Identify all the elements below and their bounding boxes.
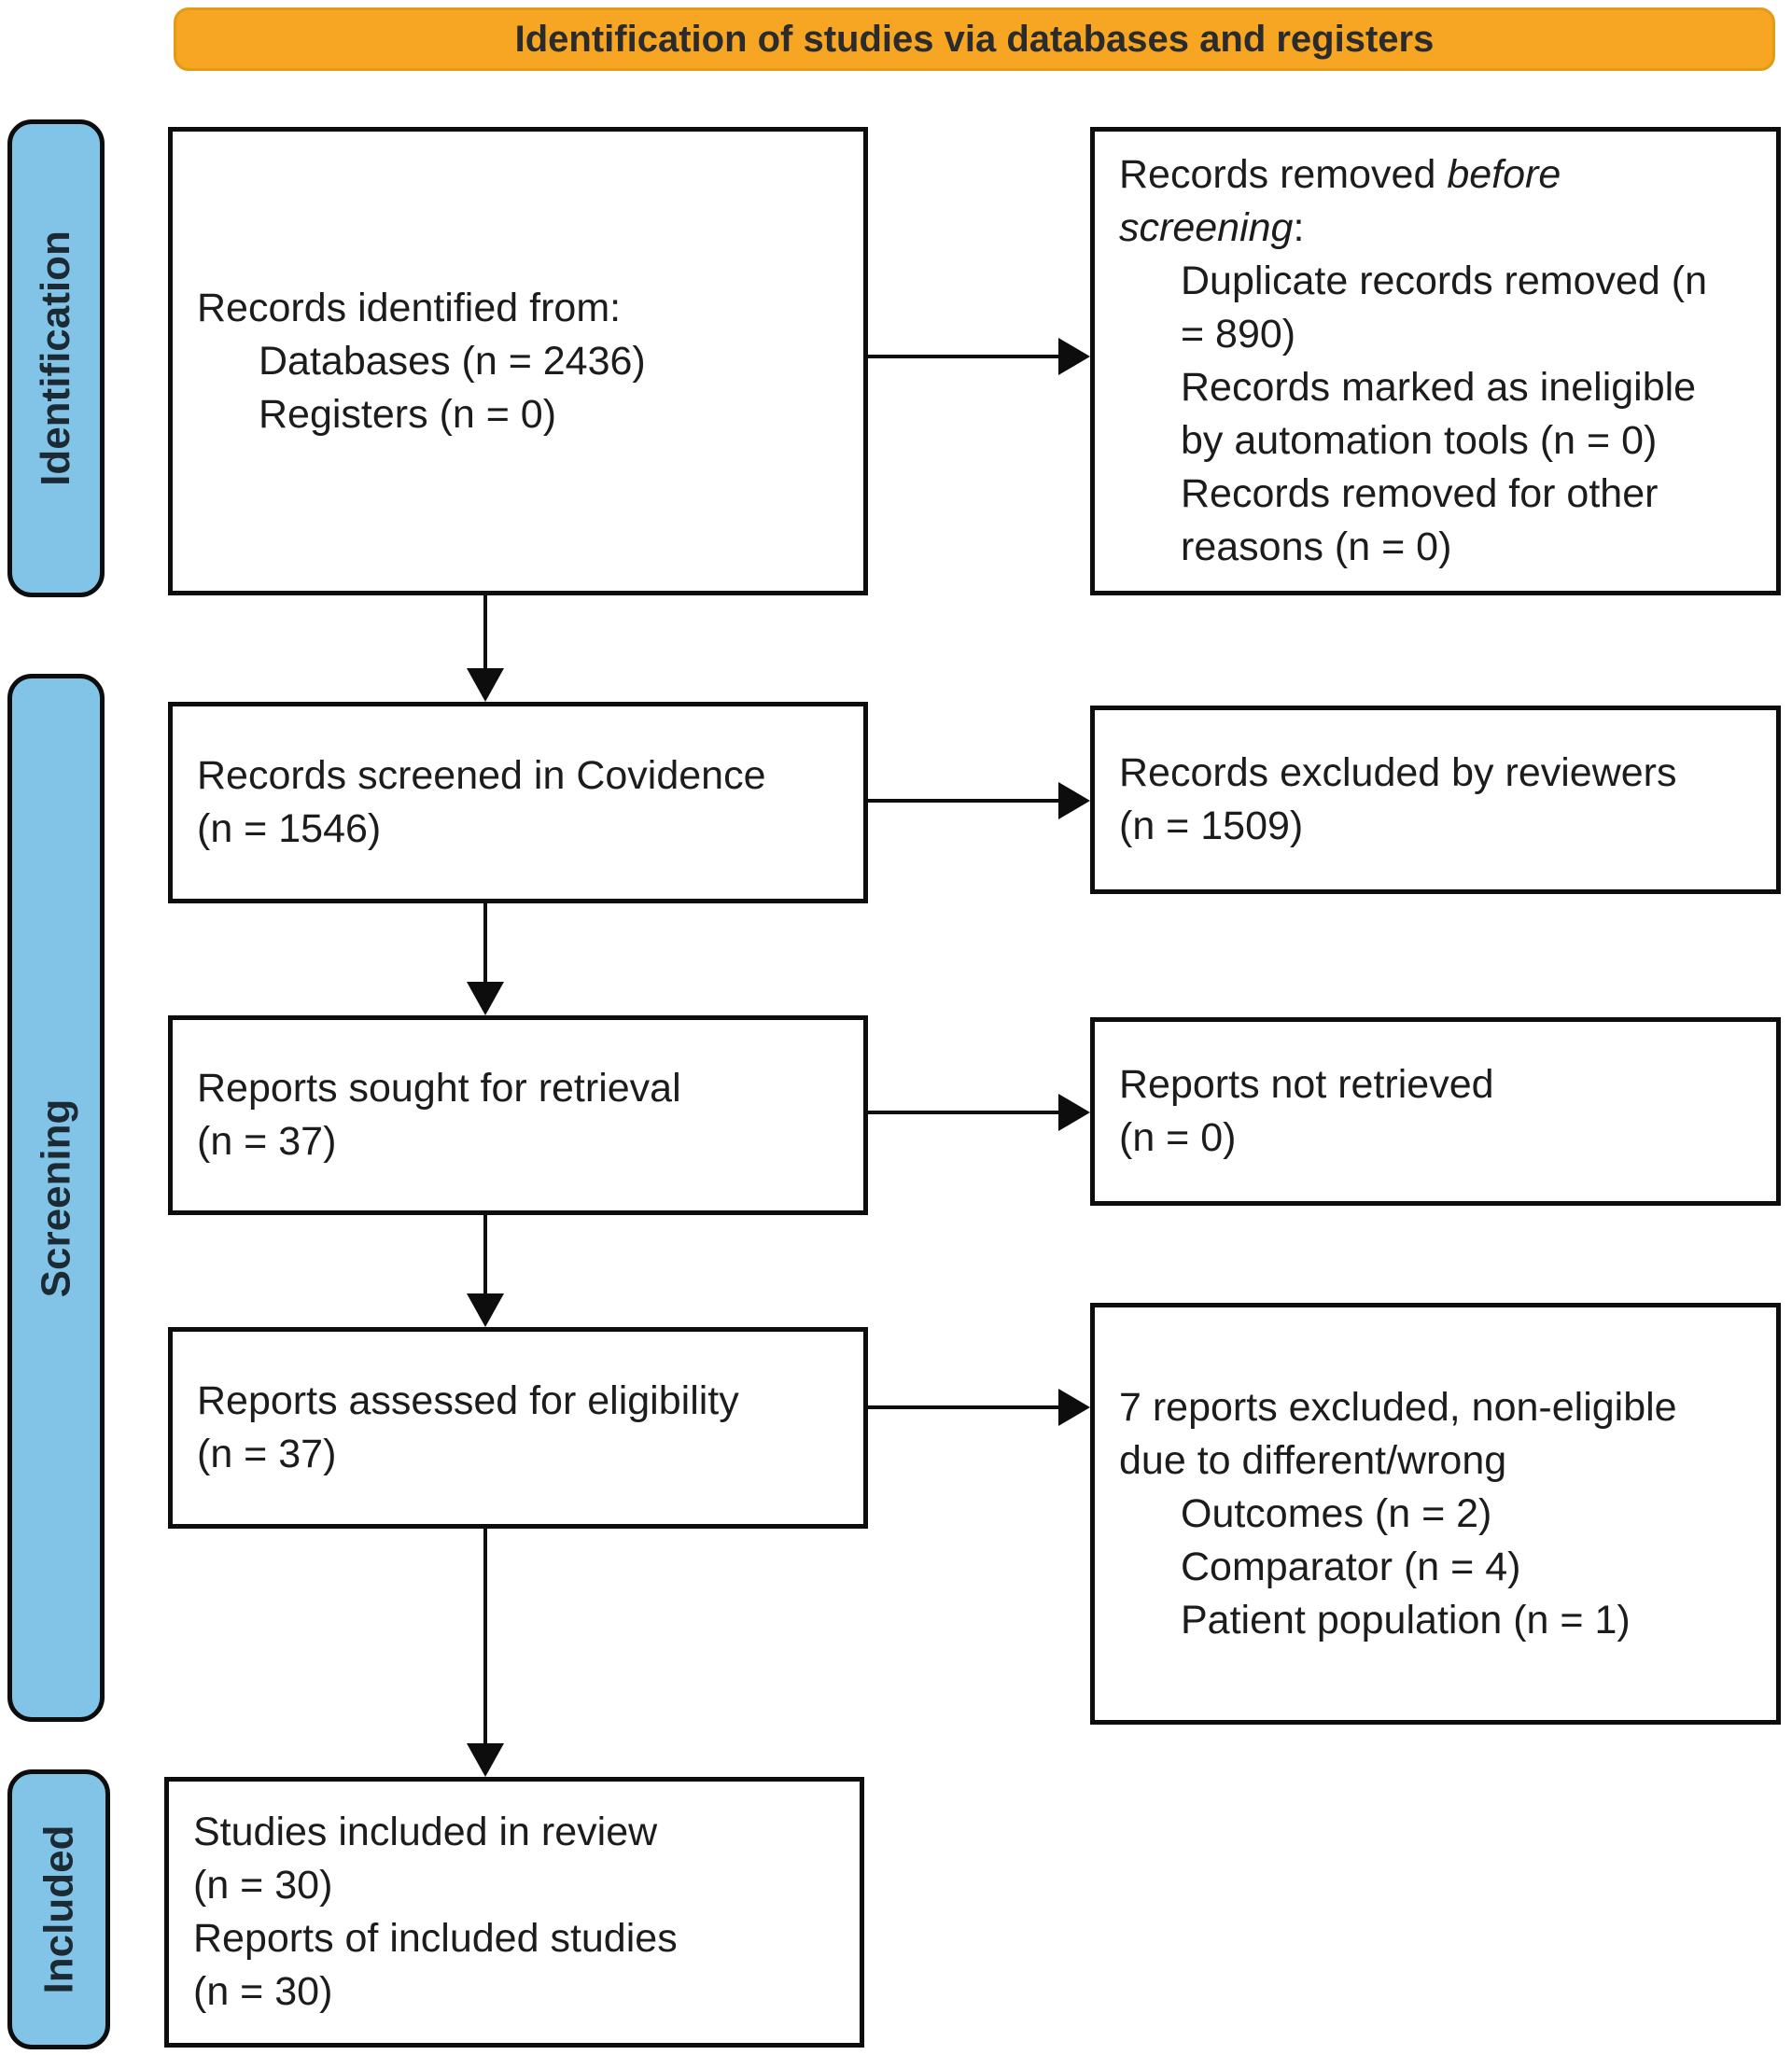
box-records-excluded-by-reviewers: Records excluded by reviewers (n = 1509): [1090, 706, 1781, 894]
text-segment: due to different/wrong: [1119, 1437, 1507, 1483]
stage-label-screening: Screening: [7, 674, 105, 1722]
box-text-line: 7 reports excluded, non-eligible: [1119, 1381, 1759, 1434]
box-text-line: Reports of included studies: [193, 1912, 843, 1965]
text-segment: Reports not retrieved: [1119, 1062, 1494, 1107]
box-text-line: (n = 37): [197, 1115, 847, 1168]
diagram-title-banner: Identification of studies via databases …: [174, 7, 1775, 71]
box-text-line: (n = 37): [197, 1428, 847, 1481]
box-text-line: Records removed for other: [1119, 468, 1759, 521]
box-reports-sought-for-retrieval: Reports sought for retrieval (n = 37): [168, 1015, 868, 1215]
text-segment: Outcomes (n = 2): [1181, 1490, 1492, 1536]
text-segment: = 890): [1181, 312, 1296, 356]
diagram-title: Identification of studies via databases …: [514, 18, 1435, 60]
text-segment: Records removed: [1119, 152, 1448, 197]
box-text-line: Patient population (n = 1): [1119, 1594, 1759, 1647]
box-text-line: Reports not retrieved: [1119, 1058, 1759, 1111]
text-segment: Records screened in Covidence: [197, 753, 766, 798]
text-segment: Studies included in review: [193, 1810, 658, 1854]
box-studies-included-in-review: Studies included in review (n = 30) Report…: [164, 1777, 864, 2048]
stage-label-text: Included: [35, 1824, 81, 1994]
box-reports-excluded: 7 reports excluded, non-eligible due to d…: [1090, 1303, 1781, 1725]
box-text-line: (n = 30): [193, 1965, 843, 2019]
box-text-line: (n = 1509): [1119, 800, 1759, 853]
text-segment: Reports assessed for eligibility: [197, 1378, 739, 1423]
box-text-line: Records excluded by reviewers: [1119, 747, 1759, 800]
box-text-line: Records screened in Covidence: [197, 749, 847, 803]
box-text-line: Registers (n = 0): [197, 388, 847, 441]
box-text-line: Records removed before: [1119, 148, 1759, 202]
text-segment: Reports of included studies: [193, 1916, 678, 1961]
text-segment: Patient population (n = 1): [1181, 1597, 1631, 1643]
arrow-identified-to-removed: [868, 338, 1090, 375]
box-text-line: Studies included in review: [193, 1806, 843, 1859]
box-text-line: Reports sought for retrieval: [197, 1062, 847, 1115]
box-records-screened: Records screened in Covidence (n = 1546): [168, 702, 868, 903]
box-text-line: Records identified from:: [197, 282, 847, 335]
text-segment: Records identified from:: [197, 285, 622, 330]
text-segment: 7 reports excluded, non-eligible: [1119, 1384, 1677, 1430]
arrow-screened-to-sought: [467, 903, 504, 1015]
text-segment: (n = 1546): [197, 806, 382, 851]
box-text-line: by automation tools (n = 0): [1119, 414, 1759, 468]
arrow-identified-to-screened: [467, 594, 504, 702]
box-text-line: = 890): [1119, 308, 1759, 361]
arrow-sought-to-not-retrieved: [868, 1094, 1090, 1131]
box-text-line: Records marked as ineligible: [1119, 361, 1759, 414]
box-text-line: reasons (n = 0): [1119, 521, 1759, 574]
text-segment: (n = 37): [197, 1432, 337, 1476]
stage-label-identification: Identification: [7, 119, 105, 597]
text-segment: Duplicate records removed (n: [1181, 259, 1708, 303]
stage-label-text: Identification: [33, 231, 78, 486]
arrow-assessed-to-included: [467, 1529, 504, 1777]
text-segment: (n = 30): [193, 1969, 333, 2014]
text-segment: by automation tools (n = 0): [1181, 418, 1658, 463]
box-text-line: Databases (n = 2436): [197, 335, 847, 388]
arrow-sought-to-assessed: [467, 1215, 504, 1327]
text-segment: reasons (n = 0): [1181, 524, 1452, 569]
text-segment: :: [1293, 205, 1305, 250]
italic-text-segment: before: [1447, 152, 1561, 197]
italic-text-segment: screening: [1119, 205, 1294, 250]
text-segment: Comparator (n = 4): [1181, 1544, 1521, 1589]
arrow-assessed-to-excluded-reports: [868, 1389, 1090, 1426]
text-segment: Reports sought for retrieval: [197, 1066, 681, 1111]
text-segment: Records removed for other: [1181, 471, 1659, 516]
text-segment: (n = 37): [197, 1119, 337, 1164]
box-text-line: Duplicate records removed (n: [1119, 255, 1759, 308]
box-text-line: due to different/wrong: [1119, 1434, 1759, 1488]
text-segment: Records marked as ineligible: [1181, 365, 1697, 410]
box-text-line: Reports assessed for eligibility: [197, 1375, 847, 1428]
box-reports-not-retrieved: Reports not retrieved (n = 0): [1090, 1017, 1781, 1206]
text-segment: Records excluded by reviewers: [1119, 750, 1677, 795]
box-text-line: (n = 0): [1119, 1111, 1759, 1165]
box-text-line: (n = 30): [193, 1859, 843, 1912]
stage-label-included: Included: [7, 1769, 110, 2049]
text-segment: (n = 0): [1119, 1115, 1237, 1160]
text-segment: (n = 30): [193, 1863, 333, 1908]
box-records-identified: Records identified from: Databases (n = 2…: [168, 127, 868, 595]
box-text-line: Outcomes (n = 2): [1119, 1488, 1759, 1541]
arrow-screened-to-excluded: [868, 782, 1090, 819]
box-text-line: screening:: [1119, 202, 1759, 255]
box-reports-assessed-for-eligibility: Reports assessed for eligibility (n = 37): [168, 1327, 868, 1529]
text-segment: Registers (n = 0): [259, 391, 557, 437]
text-segment: Databases (n = 2436): [259, 338, 646, 384]
text-segment: (n = 1509): [1119, 804, 1304, 848]
box-text-line: (n = 1546): [197, 803, 847, 856]
stage-label-text: Screening: [33, 1098, 78, 1297]
box-text-line: Comparator (n = 4): [1119, 1541, 1759, 1594]
